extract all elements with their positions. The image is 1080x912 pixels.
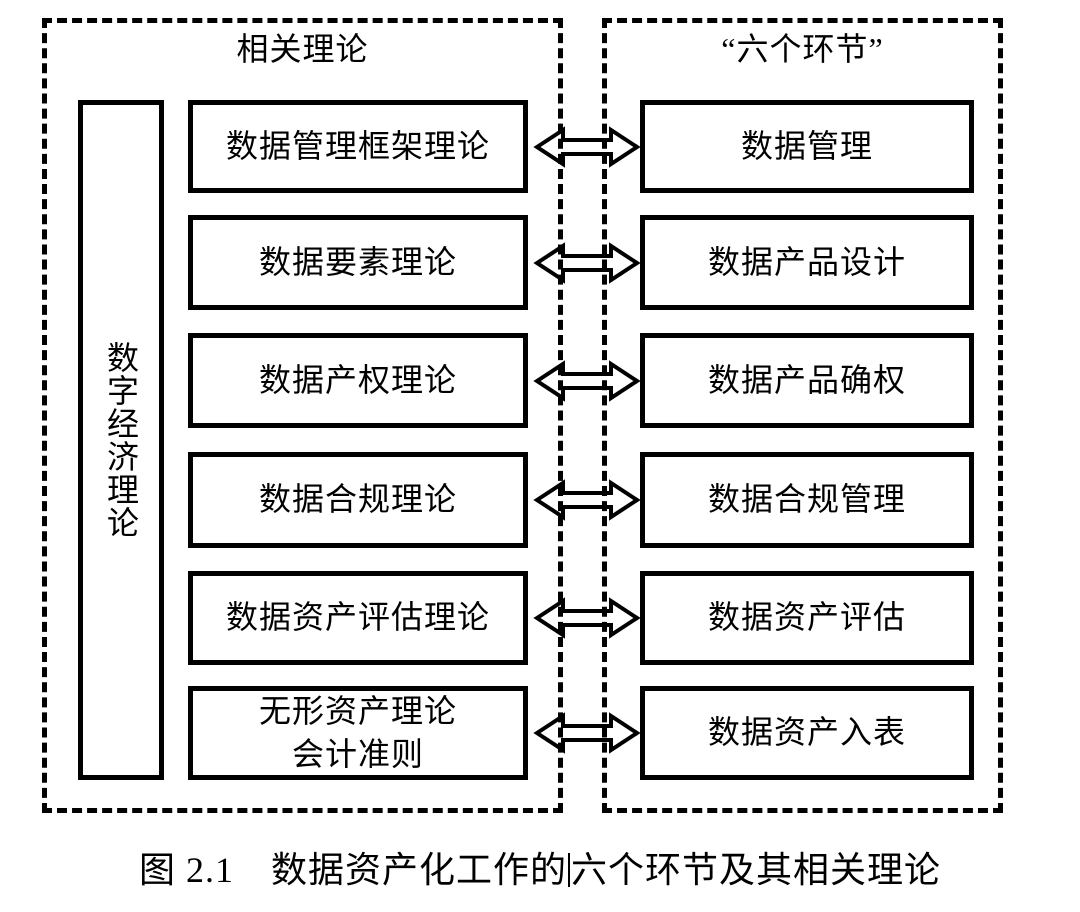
theory-box-data-factor: 数据要素理论 — [188, 215, 528, 310]
theory-box-data-property-rights: 数据产权理论 — [188, 333, 528, 428]
theory-box-data-management-framework: 数据管理框架理论 — [188, 100, 528, 193]
theory-box-intangible-assets-accounting: 无形资产理论 会计准则 — [188, 686, 528, 780]
six-stages-title: “六个环节” — [721, 31, 884, 67]
six-stages-panel: “六个环节” 数据管理 数据产品设计 数据产品确权 数据合规管理 数据资产评估 … — [602, 18, 1003, 813]
digital-economy-theory-label: 数字经济理论 — [103, 341, 139, 539]
theory-box-data-asset-valuation: 数据资产评估理论 — [188, 571, 528, 665]
stage-box-data-product-rights-confirmation: 数据产品确权 — [640, 333, 974, 428]
theory-box-data-compliance: 数据合规理论 — [188, 452, 528, 548]
text-caret — [568, 853, 570, 887]
stage-box-data-asset-bookkeeping: 数据资产入表 — [640, 686, 974, 780]
stage-box-data-compliance-management: 数据合规管理 — [640, 452, 974, 548]
digital-economy-theory-box: 数字经济理论 — [78, 100, 164, 780]
stage-box-data-management: 数据管理 — [640, 100, 974, 193]
stage-box-data-product-design: 数据产品设计 — [640, 215, 974, 310]
caption-text-after-caret: 六个环节及其相关理论 — [571, 850, 942, 890]
related-theories-panel: 相关理论 数字经济理论 数据管理框架理论 数据要素理论 数据产权理论 数据合规理… — [42, 18, 563, 813]
related-theories-title: 相关理论 — [236, 31, 369, 67]
caption-text-before-caret: 图 2.1 数据资产化工作的 — [138, 850, 567, 890]
figure-caption: 图 2.1 数据资产化工作的六个环节及其相关理论 — [0, 848, 1080, 892]
stage-box-data-asset-valuation: 数据资产评估 — [640, 571, 974, 665]
